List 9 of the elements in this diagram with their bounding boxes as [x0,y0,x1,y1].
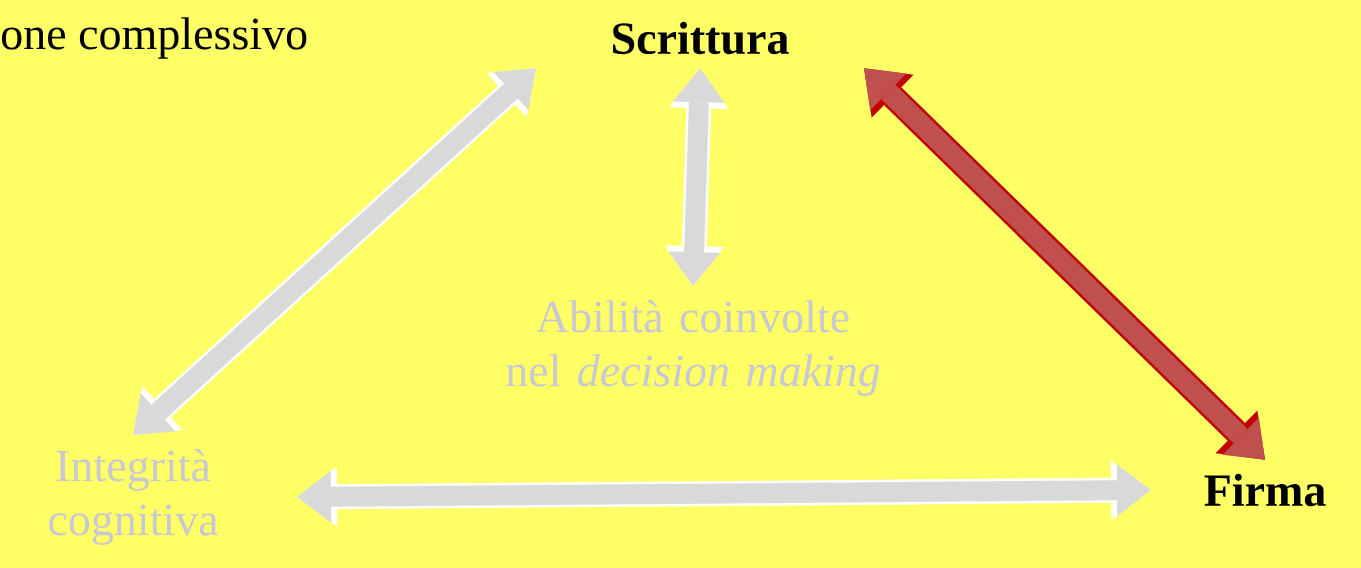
label-text: one complessivo [1,17,307,59]
node-text: Integrità cognitiva [49,449,218,545]
node-text: Abilità coinvolte nel decision making [506,300,880,396]
double-arrow [664,68,729,287]
double-arrow [133,68,536,436]
node-text: Firma [1204,473,1326,507]
double-arrow [864,68,1265,460]
node-text: Scrittura [613,21,789,55]
double-arrow [297,460,1151,527]
